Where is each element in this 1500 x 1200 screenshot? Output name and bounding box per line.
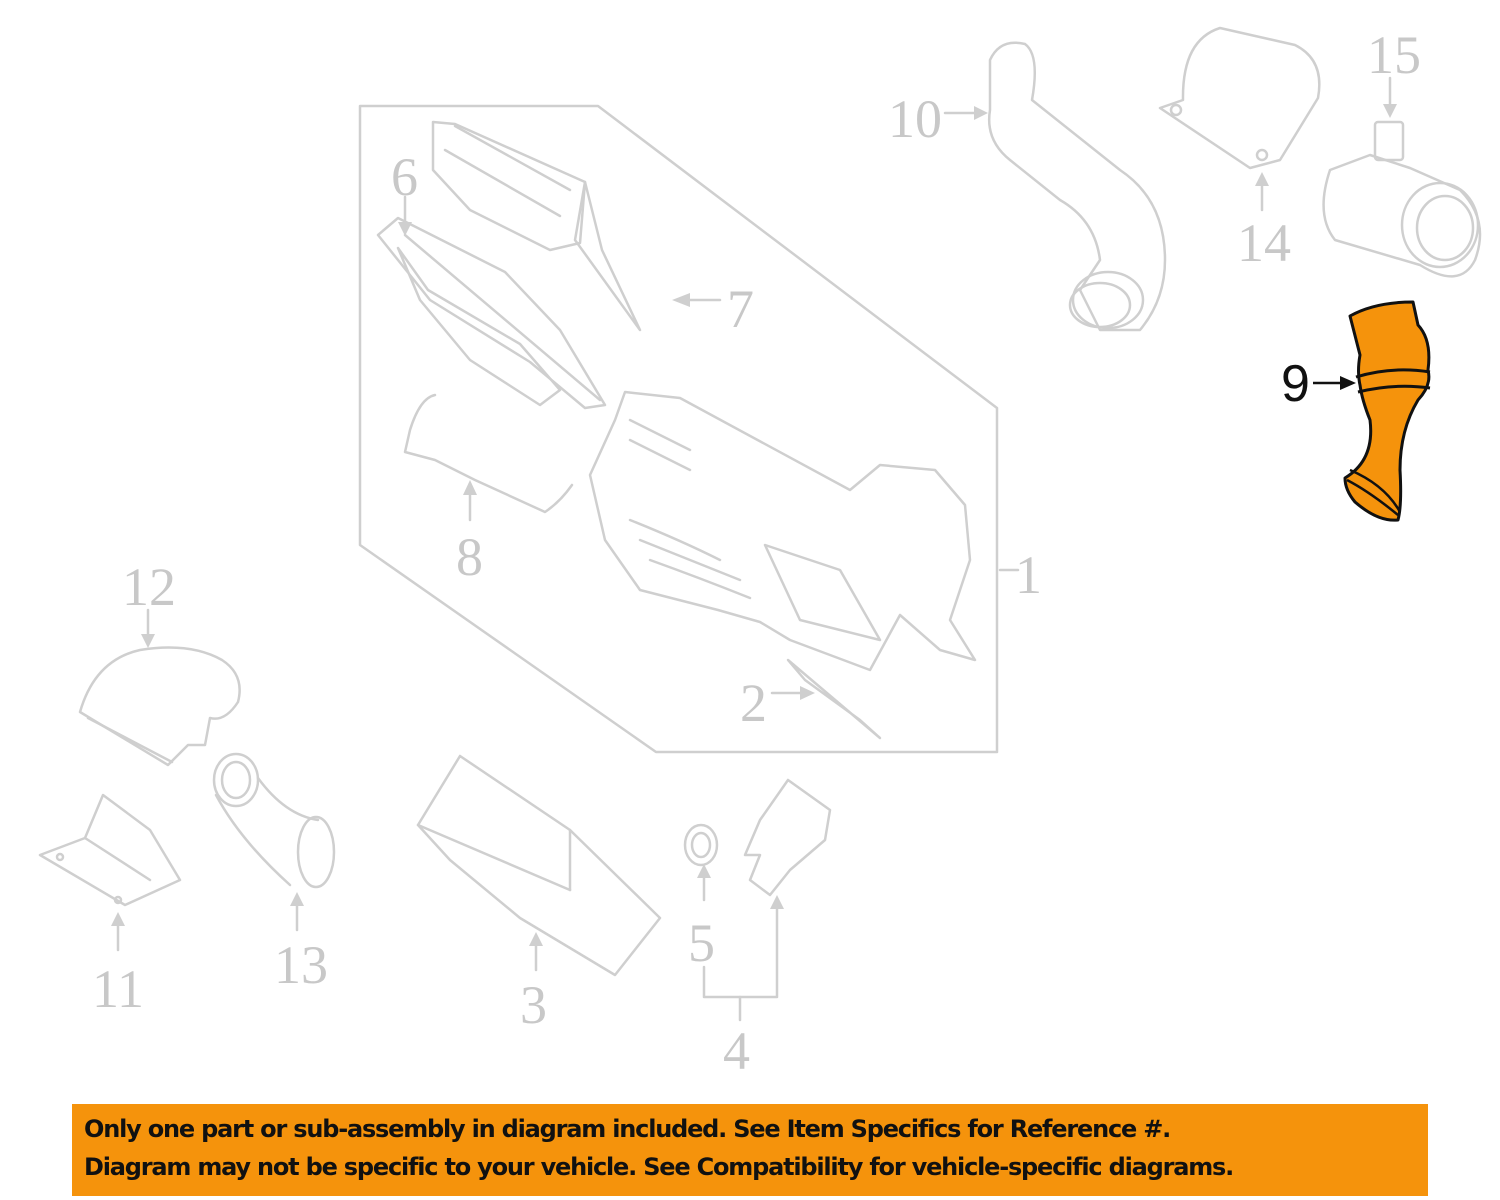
part-9-hose: [1343, 300, 1431, 522]
callout-13: 13: [274, 935, 328, 995]
part-5-grommet: [683, 823, 719, 867]
part-10-tube: [987, 41, 1167, 332]
callout-4: 4: [723, 1021, 750, 1081]
part-12-resonator: [78, 646, 241, 767]
callout-5: 5: [688, 913, 715, 973]
part-14-shield: [1158, 26, 1321, 170]
callout-12: 12: [122, 557, 176, 617]
callout-9-highlighted: 9: [1281, 355, 1310, 413]
disclaimer-banner: Only one part or sub-assembly in diagram…: [72, 1104, 1428, 1196]
callout-2: 2: [740, 673, 767, 733]
callout-11: 11: [92, 959, 144, 1019]
part-15-maf-sensor: [1322, 120, 1482, 278]
part-7-cover: [431, 120, 642, 332]
disclaimer-line-1: Only one part or sub-assembly in diagram…: [84, 1115, 1171, 1143]
callout-15: 15: [1367, 25, 1421, 85]
callout-10: 10: [888, 89, 942, 149]
part-6-filter: [376, 216, 607, 410]
assembly-outline: [358, 104, 999, 754]
part-4-bracket: [743, 778, 832, 897]
part-11-bracket: [38, 793, 182, 907]
part-1-housing: [588, 390, 1020, 672]
callout-8: 8: [456, 527, 483, 587]
disclaimer-line-2: Diagram may not be specific to your vehi…: [84, 1153, 1234, 1181]
callout-1: 1: [1015, 545, 1042, 605]
callout-14: 14: [1237, 213, 1291, 273]
part-13-elbow: [212, 752, 336, 889]
part-2-gasket: [786, 658, 882, 740]
part-3-duct: [416, 754, 662, 977]
callout-3: 3: [520, 975, 547, 1035]
callout-6: 6: [391, 147, 418, 207]
part-8-clip: [403, 393, 574, 514]
callout-7: 7: [727, 279, 754, 339]
